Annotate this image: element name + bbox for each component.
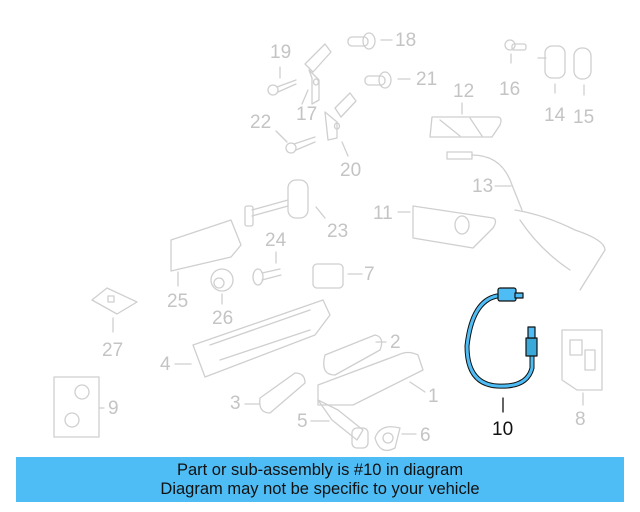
pin-24-icon bbox=[252, 268, 282, 286]
callout-2[interactable]: 2 bbox=[390, 332, 401, 353]
screw-set-9-icon bbox=[53, 376, 100, 438]
banner-line-disclaimer: Diagram may not be specific to your vehi… bbox=[160, 479, 480, 498]
door-latch-8-icon bbox=[561, 329, 603, 391]
handle-carrier-4-icon bbox=[192, 299, 331, 378]
inner-handle-11-icon bbox=[412, 205, 497, 249]
callout-20[interactable]: 20 bbox=[340, 160, 362, 181]
switch-7-icon bbox=[312, 263, 344, 289]
seal-6-icon bbox=[374, 426, 401, 452]
callout-9[interactable]: 9 bbox=[108, 398, 119, 419]
outer-handle-1-icon bbox=[317, 351, 424, 406]
lock-cylinder-5-icon bbox=[317, 399, 369, 449]
callout-10[interactable]: 10 bbox=[492, 419, 514, 440]
cover-25-icon bbox=[170, 219, 242, 272]
control-cable-10-icon bbox=[464, 287, 538, 389]
callout-6[interactable]: 6 bbox=[420, 425, 431, 446]
callout-25[interactable]: 25 bbox=[167, 291, 189, 312]
callout-22[interactable]: 22 bbox=[250, 112, 272, 133]
bolt-22-icon bbox=[285, 136, 316, 154]
callout-23[interactable]: 23 bbox=[327, 221, 349, 242]
callout-26[interactable]: 26 bbox=[212, 308, 234, 329]
callout-21[interactable]: 21 bbox=[416, 69, 438, 90]
callout-11[interactable]: 11 bbox=[373, 203, 393, 224]
callout-1[interactable]: 1 bbox=[428, 386, 439, 407]
info-banner: Part or sub-assembly is #10 in diagram D… bbox=[16, 457, 624, 502]
callout-8[interactable]: 8 bbox=[575, 409, 586, 430]
callout-24[interactable]: 24 bbox=[265, 230, 287, 251]
door-check-23-icon bbox=[244, 179, 309, 227]
callout-7[interactable]: 7 bbox=[364, 264, 375, 285]
callout-12[interactable]: 12 bbox=[453, 81, 475, 102]
cable-13-icon bbox=[446, 151, 606, 291]
callout-4[interactable]: 4 bbox=[160, 354, 171, 375]
parts-diagram bbox=[53, 32, 606, 452]
callout-15[interactable]: 15 bbox=[573, 107, 595, 128]
plate-14-icon bbox=[537, 45, 566, 79]
bracket-17-icon bbox=[304, 43, 332, 105]
callout-19[interactable]: 19 bbox=[270, 42, 292, 63]
bushing-26-icon bbox=[210, 268, 234, 292]
clip-27-icon bbox=[91, 287, 138, 315]
callout-17[interactable]: 17 bbox=[296, 104, 318, 125]
bolt-21-icon bbox=[364, 71, 392, 89]
callout-5[interactable]: 5 bbox=[297, 411, 308, 432]
callout-14[interactable]: 14 bbox=[544, 105, 566, 126]
banner-line-part-number: Part or sub-assembly is #10 in diagram bbox=[176, 460, 464, 479]
exploded-view-drawing bbox=[53, 32, 606, 452]
cap-2-icon bbox=[323, 334, 383, 376]
gasket-3-icon bbox=[259, 372, 306, 414]
callout-16[interactable]: 16 bbox=[499, 79, 521, 100]
screw-16-icon bbox=[504, 39, 527, 51]
bolt-19-icon bbox=[267, 79, 297, 96]
bolt-18-icon bbox=[347, 32, 376, 50]
pad-15-icon bbox=[573, 47, 592, 80]
callout-27[interactable]: 27 bbox=[102, 340, 124, 361]
inner-handle-12-icon bbox=[429, 116, 502, 138]
callout-13[interactable]: 13 bbox=[472, 176, 494, 197]
bracket-20-icon bbox=[324, 92, 357, 141]
callout-3[interactable]: 3 bbox=[230, 393, 241, 414]
callout-18[interactable]: 18 bbox=[395, 30, 417, 51]
